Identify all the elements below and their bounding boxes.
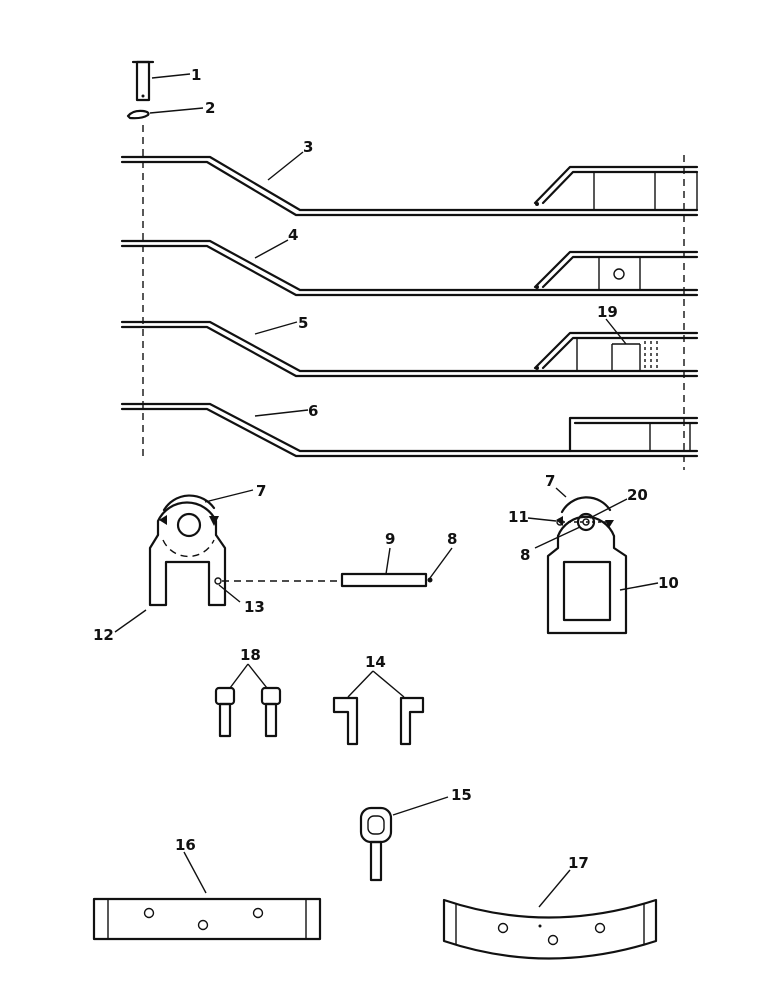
bolt-icon <box>214 686 236 738</box>
callout-11: 11 <box>508 508 529 526</box>
lift-arm-icon <box>120 155 699 217</box>
bushing-icon <box>332 696 359 746</box>
leader-7b <box>555 487 567 498</box>
callout-1: 1 <box>191 66 201 84</box>
lift-arm-icon <box>120 239 699 297</box>
bushing-icon <box>399 696 425 746</box>
lift-arm-icon <box>120 320 699 378</box>
callout-2: 2 <box>205 99 215 117</box>
leader-17 <box>538 869 571 908</box>
leader-7a <box>204 489 254 503</box>
leader-18b <box>247 663 268 689</box>
leader-1 <box>151 73 191 79</box>
callout-16: 16 <box>175 836 196 854</box>
leader-18a <box>229 663 249 689</box>
leader-20 <box>589 498 628 519</box>
leader-12 <box>114 609 147 633</box>
callout-18: 18 <box>240 646 261 664</box>
leader-19 <box>605 318 627 345</box>
hole-13 <box>214 577 222 585</box>
bolt-icon <box>340 572 433 588</box>
callout-20: 20 <box>627 486 648 504</box>
callout-8-right: 8 <box>520 546 530 564</box>
callout-7-right: 7 <box>545 472 555 490</box>
cross-bar-icon <box>92 897 322 941</box>
callout-6: 6 <box>308 402 318 420</box>
leader-5 <box>254 321 298 335</box>
callout-5: 5 <box>298 314 308 332</box>
leader-6 <box>254 409 309 417</box>
leader-14a <box>347 670 374 698</box>
leader-14b <box>372 670 405 698</box>
callout-9: 9 <box>385 530 395 548</box>
leader-15 <box>392 796 449 816</box>
clip-icon <box>126 109 150 120</box>
leader-13 <box>218 584 241 603</box>
cross-bar-icon <box>442 898 658 960</box>
callout-19: 19 <box>597 303 618 321</box>
leader-3 <box>267 151 304 181</box>
callout-3: 3 <box>303 138 313 156</box>
callout-7-left: 7 <box>256 482 266 500</box>
callout-8-left: 8 <box>447 530 457 548</box>
leader-16 <box>183 851 207 894</box>
callout-12: 12 <box>93 626 114 644</box>
leader-11 <box>527 517 557 522</box>
callout-14: 14 <box>365 653 386 671</box>
pin-icon <box>131 60 155 102</box>
key-pin-icon <box>359 806 393 882</box>
callout-17: 17 <box>568 854 589 872</box>
callout-13: 13 <box>244 598 265 616</box>
leader-4 <box>254 239 289 259</box>
leader-10 <box>619 582 659 591</box>
leader-2 <box>149 107 204 114</box>
leader-9 <box>385 547 391 575</box>
callout-4: 4 <box>288 226 298 244</box>
leader-8b <box>534 526 581 549</box>
lift-arm-icon <box>120 402 699 458</box>
callout-15: 15 <box>451 786 472 804</box>
bolt-icon <box>260 686 282 738</box>
leader-8a <box>429 547 453 579</box>
callout-10: 10 <box>658 574 679 592</box>
yoke-bracket-icon <box>546 496 628 635</box>
yoke-bracket-icon <box>148 494 227 607</box>
